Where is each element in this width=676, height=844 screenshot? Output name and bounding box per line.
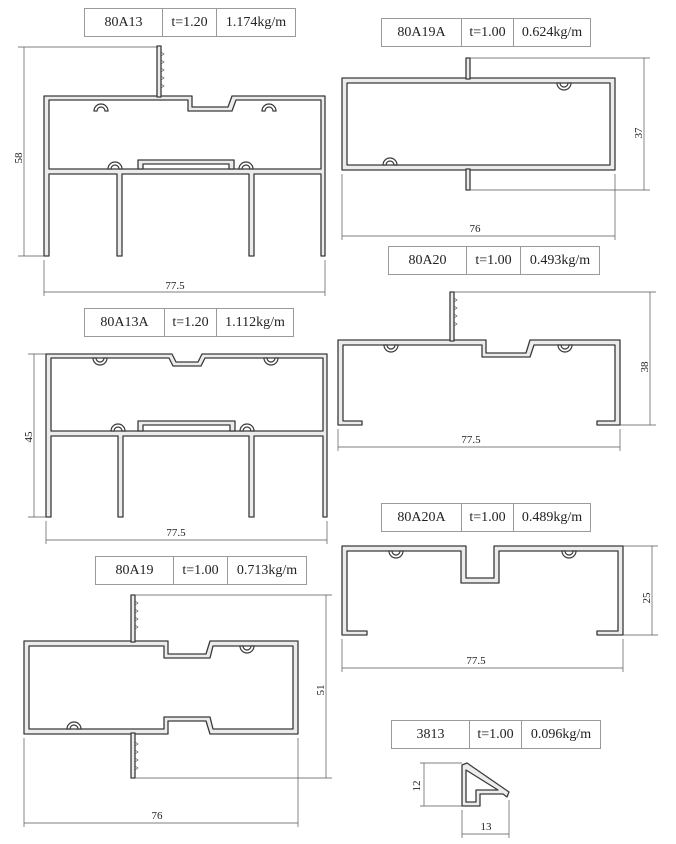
profile-weight: 0.493kg/m [529,252,591,268]
dim-3813-height: 12 [411,781,423,792]
label-80A13: 80A13 t=1.20 1.174kg/m [84,8,296,37]
profile-80A20A-shape [341,545,624,636]
dim-80A20A-height: 25 [641,592,653,604]
profile-weight: 0.096kg/m [530,726,592,742]
profile-80A19: 51 76 [23,594,332,827]
dim-80A20A-width: 77.5 [466,655,486,667]
label-80A19: 80A19 t=1.00 0.713kg/m [95,556,307,585]
profile-code: 3813 [392,721,470,748]
profile-code: 80A19A [382,19,462,46]
profile-thickness: t=1.00 [462,19,514,46]
label-80A13A: 80A13A t=1.20 1.112kg/m [84,308,294,337]
profile-weight: 0.489kg/m [521,509,583,525]
profile-weight: 0.713kg/m [236,562,298,578]
profile-weight: 0.624kg/m [521,24,583,40]
label-80A20A: 80A20A t=1.00 0.489kg/m [381,503,591,532]
dim-80A19A-height: 37 [633,127,645,139]
dim-80A20-height: 38 [639,361,651,373]
label-80A20: 80A20 t=1.00 0.493kg/m [388,246,600,275]
profile-80A13A-shape [45,353,328,518]
profile-thickness: t=1.20 [165,309,217,336]
profile-80A13A: 45 77.5 [23,353,328,544]
profile-80A13-stem [156,45,162,98]
profile-80A20: 38 77.5 [337,291,656,451]
profile-thickness: t=1.00 [470,721,522,748]
dim-80A20-width: 77.5 [461,434,481,446]
profile-code: 80A19 [96,557,174,584]
profile-thickness: t=1.00 [467,247,521,274]
label-3813: 3813 t=1.00 0.096kg/m [391,720,601,749]
dim-3813-width: 13 [481,821,493,833]
profile-code: 80A13 [85,9,163,36]
dim-80A13A-height: 45 [23,431,35,443]
dim-80A19-height: 51 [315,685,327,696]
profile-code: 80A20 [389,247,467,274]
dim-80A13-height: 58 [13,152,25,164]
profile-thickness: t=1.00 [462,504,514,531]
profile-3813: 12 13 [411,762,510,838]
profile-thickness: t=1.00 [174,557,228,584]
profile-80A19-shape [23,640,299,735]
profile-80A19A: 37 76 [341,57,650,240]
profile-code: 80A20A [382,504,462,531]
profile-80A20A: 25 77.5 [341,545,658,672]
profile-80A19A-shape [341,77,616,171]
profile-weight: 1.112kg/m [225,314,285,330]
profile-80A13: 58 77.5 [13,45,326,296]
dim-80A13-width: 77.5 [165,280,185,292]
profile-code: 80A13A [85,309,165,336]
dim-80A13A-width: 77.5 [166,527,186,539]
profile-3813-shape [461,762,510,807]
profile-80A13-inner-rail [137,159,235,170]
profile-80A13-shape [43,95,326,257]
label-80A19A: 80A19A t=1.00 0.624kg/m [381,18,591,47]
dim-80A19-width: 76 [152,810,164,822]
profile-80A20-shape [337,339,621,426]
profile-thickness: t=1.20 [163,9,217,36]
dim-80A19A-width: 76 [470,223,482,235]
profile-weight: 1.174kg/m [225,14,287,30]
